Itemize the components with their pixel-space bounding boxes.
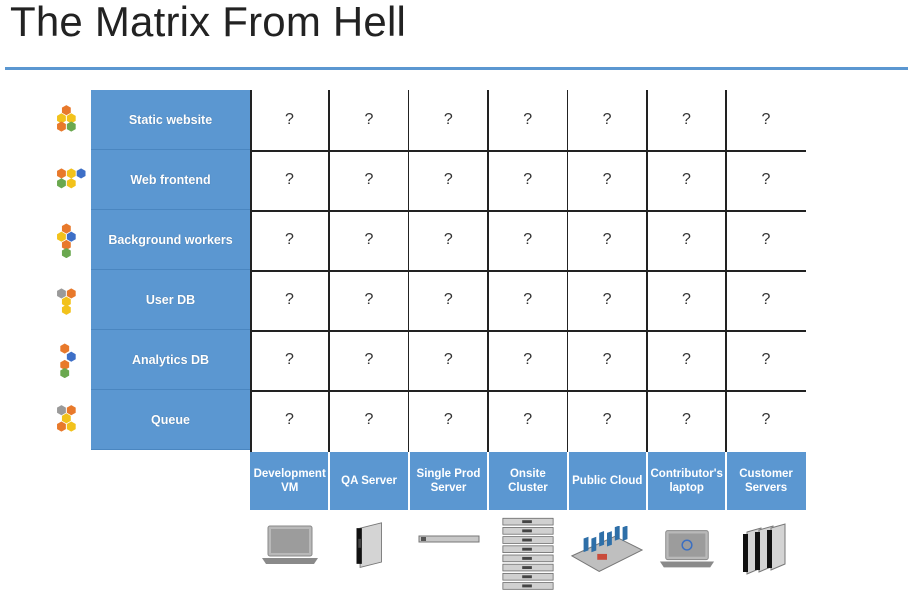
hexagon-cluster-icon [57,223,76,258]
rack-server-icon [418,535,479,543]
page-title: The Matrix From Hell [10,0,407,45]
matrix-cell: ? [285,171,294,188]
row-label: Web frontend [91,150,250,210]
matrix-cell: ? [523,171,533,188]
column-label: Customer Servers [726,452,806,510]
hexagon-cluster-icon [57,105,76,132]
matrix-cell: ? [285,411,294,428]
matrix-cell: ? [761,231,771,248]
matrix-cell: ? [364,291,374,308]
matrix-cell: ? [523,231,533,248]
matrix-cell: ? [285,291,294,308]
matrix-cell: ? [602,411,612,428]
matrix-cell: ? [761,291,771,308]
grid-horizontal-line [250,150,806,152]
matrix-cell: ? [602,351,612,368]
blade-servers-icon [743,523,786,575]
motherboard-icon [571,526,644,573]
grid-horizontal-line [250,330,806,332]
matrix-cell: ? [364,411,374,428]
server-stack-icon [502,517,554,590]
matrix-cell: ? [443,231,453,248]
matrix-cell: ? [761,171,771,188]
hexagon-cluster-icon [57,405,76,432]
matrix-cell: ? [285,231,294,248]
row-label: Queue [91,390,250,450]
row-label-text: User DB [145,292,196,307]
matrix-cell: ? [285,351,294,368]
matrix-cell: ? [443,111,453,128]
matrix-cell: ? [285,111,294,128]
matrix-cell: ? [523,351,533,368]
matrix-cell: ? [364,171,374,188]
matrix-cell: ? [761,411,771,428]
column-separator [487,452,490,510]
column-label: Development VM [250,452,330,510]
matrix-cell: ? [682,411,691,428]
matrix-cell: ? [682,171,691,188]
hexagon-cluster-icon [57,288,76,315]
matrix-cell: ? [602,171,612,188]
matrix-cell: ? [523,111,533,128]
column-separator [566,452,569,510]
column-label: QA Server [329,452,409,510]
matrix-cell: ? [364,111,374,128]
column-label: Contributor's laptop [647,452,727,510]
matrix-cell: ? [682,351,691,368]
matrix-cell: ? [443,291,453,308]
row-label: Static website [91,90,250,150]
matrix-cell: ? [443,171,453,188]
matrix-cell: ? [761,111,771,128]
column-label: Public Cloud [567,452,647,510]
matrix-cell: ? [602,231,612,248]
row-label-text: Queue [151,412,190,427]
grid-horizontal-line [250,270,806,272]
title-underline [5,67,908,70]
matrix-cell: ? [523,411,533,428]
grid-horizontal-line [250,210,806,212]
blade-server-icon [356,522,383,569]
matrix-cell: ? [443,411,453,428]
matrix-cell: ? [682,111,691,128]
column-label: Onsite Cluster [488,452,568,510]
column-separator [725,452,728,510]
row-label-text: Background workers [108,232,233,247]
column-separator [646,452,648,510]
row-label: Analytics DB [91,330,250,390]
row-label-text: Analytics DB [131,352,210,367]
column-separator [407,452,410,510]
row-label: User DB [91,270,250,330]
matrix-cell: ? [443,351,453,368]
laptop-icon [659,530,714,568]
matrix-cell: ? [602,111,612,128]
hexagon-cluster-icon [60,343,76,378]
matrix-cell: ? [364,351,374,368]
hexagon-cluster-icon [57,168,86,189]
matrix-cell: ? [523,291,533,308]
matrix-cell: ? [364,231,374,248]
matrix-cell: ? [761,351,771,368]
row-label-text: Static website [128,112,213,127]
row-label: Background workers [91,210,250,270]
column-label: Single Prod Server [408,452,489,510]
row-label-text: Web frontend [130,172,211,187]
laptop-icon [261,525,318,564]
matrix-cell: ? [682,231,691,248]
matrix-cell: ? [602,291,612,308]
matrix-cell: ? [682,291,691,308]
column-separator [328,452,331,510]
grid-horizontal-line [250,390,806,392]
